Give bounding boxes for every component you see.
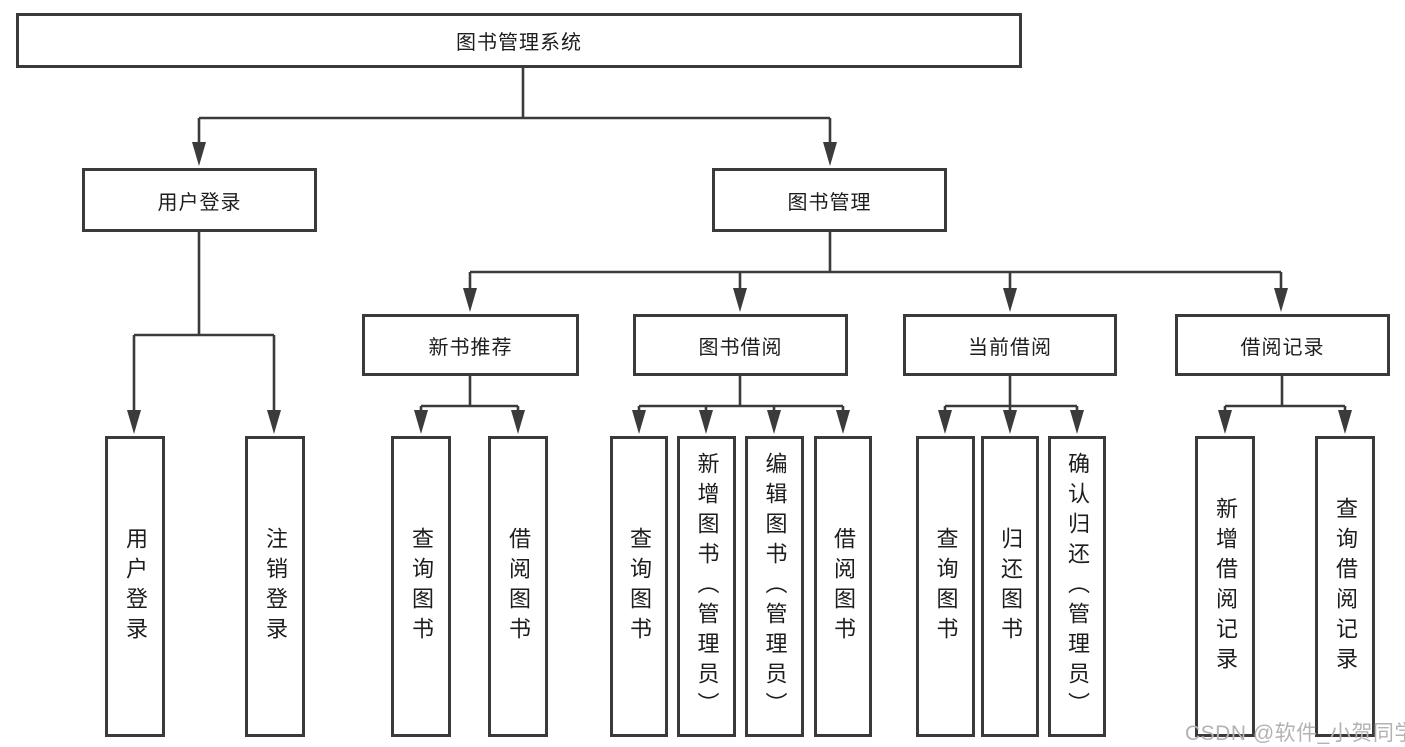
leaf-user-login: 用户登录 xyxy=(105,436,165,737)
arrowhead xyxy=(823,142,837,166)
arrowhead xyxy=(938,410,952,434)
leaf-borrow-book: 借阅图书 xyxy=(814,436,872,737)
arrowhead xyxy=(1338,410,1352,434)
arrowhead xyxy=(767,410,781,434)
node-book-borrow: 图书借阅 xyxy=(633,314,848,376)
arrowhead xyxy=(1003,288,1017,312)
node-borrow-records: 借阅记录 xyxy=(1175,314,1390,376)
arrowhead xyxy=(632,410,646,434)
arrowhead xyxy=(192,142,206,166)
arrowhead xyxy=(267,410,281,434)
leaf-query-borrow-record: 查询借阅记录 xyxy=(1315,436,1375,737)
arrowhead xyxy=(463,288,477,312)
node-user-login: 用户登录 xyxy=(82,168,317,232)
leaf-borrow-book-recommend: 借阅图书 xyxy=(488,436,548,737)
arrowhead xyxy=(699,410,713,434)
node-book-management: 图书管理 xyxy=(712,168,947,232)
leaf-query-book-current: 查询图书 xyxy=(916,436,975,737)
arrowhead xyxy=(1274,288,1288,312)
arrowhead xyxy=(1218,410,1232,434)
arrowhead xyxy=(1003,410,1017,434)
leaf-confirm-return-admin: 确认归还（管理员） xyxy=(1048,436,1106,737)
arrowhead xyxy=(836,410,850,434)
leaf-query-book-borrow: 查询图书 xyxy=(610,436,668,737)
arrowhead xyxy=(511,410,525,434)
node-current-borrow: 当前借阅 xyxy=(903,314,1117,376)
leaf-add-book-admin: 新增图书（管理员） xyxy=(677,436,736,737)
node-new-book-recommend: 新书推荐 xyxy=(362,314,579,376)
leaf-add-borrow-record: 新增借阅记录 xyxy=(1195,436,1255,737)
arrowheads xyxy=(127,142,1352,434)
arrowhead xyxy=(414,410,428,434)
arrowhead xyxy=(733,288,747,312)
leaf-edit-book-admin: 编辑图书（管理员） xyxy=(745,436,804,737)
leaf-query-book-recommend: 查询图书 xyxy=(391,436,451,737)
watermark: CSDN @软件_小贺同学 xyxy=(1185,722,1405,745)
node-library-system: 图书管理系统 xyxy=(16,13,1022,68)
leaf-return-book: 归还图书 xyxy=(981,436,1039,737)
arrowhead xyxy=(1070,410,1084,434)
arrowhead xyxy=(127,410,141,434)
leaf-logout-login: 注销登录 xyxy=(245,436,305,737)
